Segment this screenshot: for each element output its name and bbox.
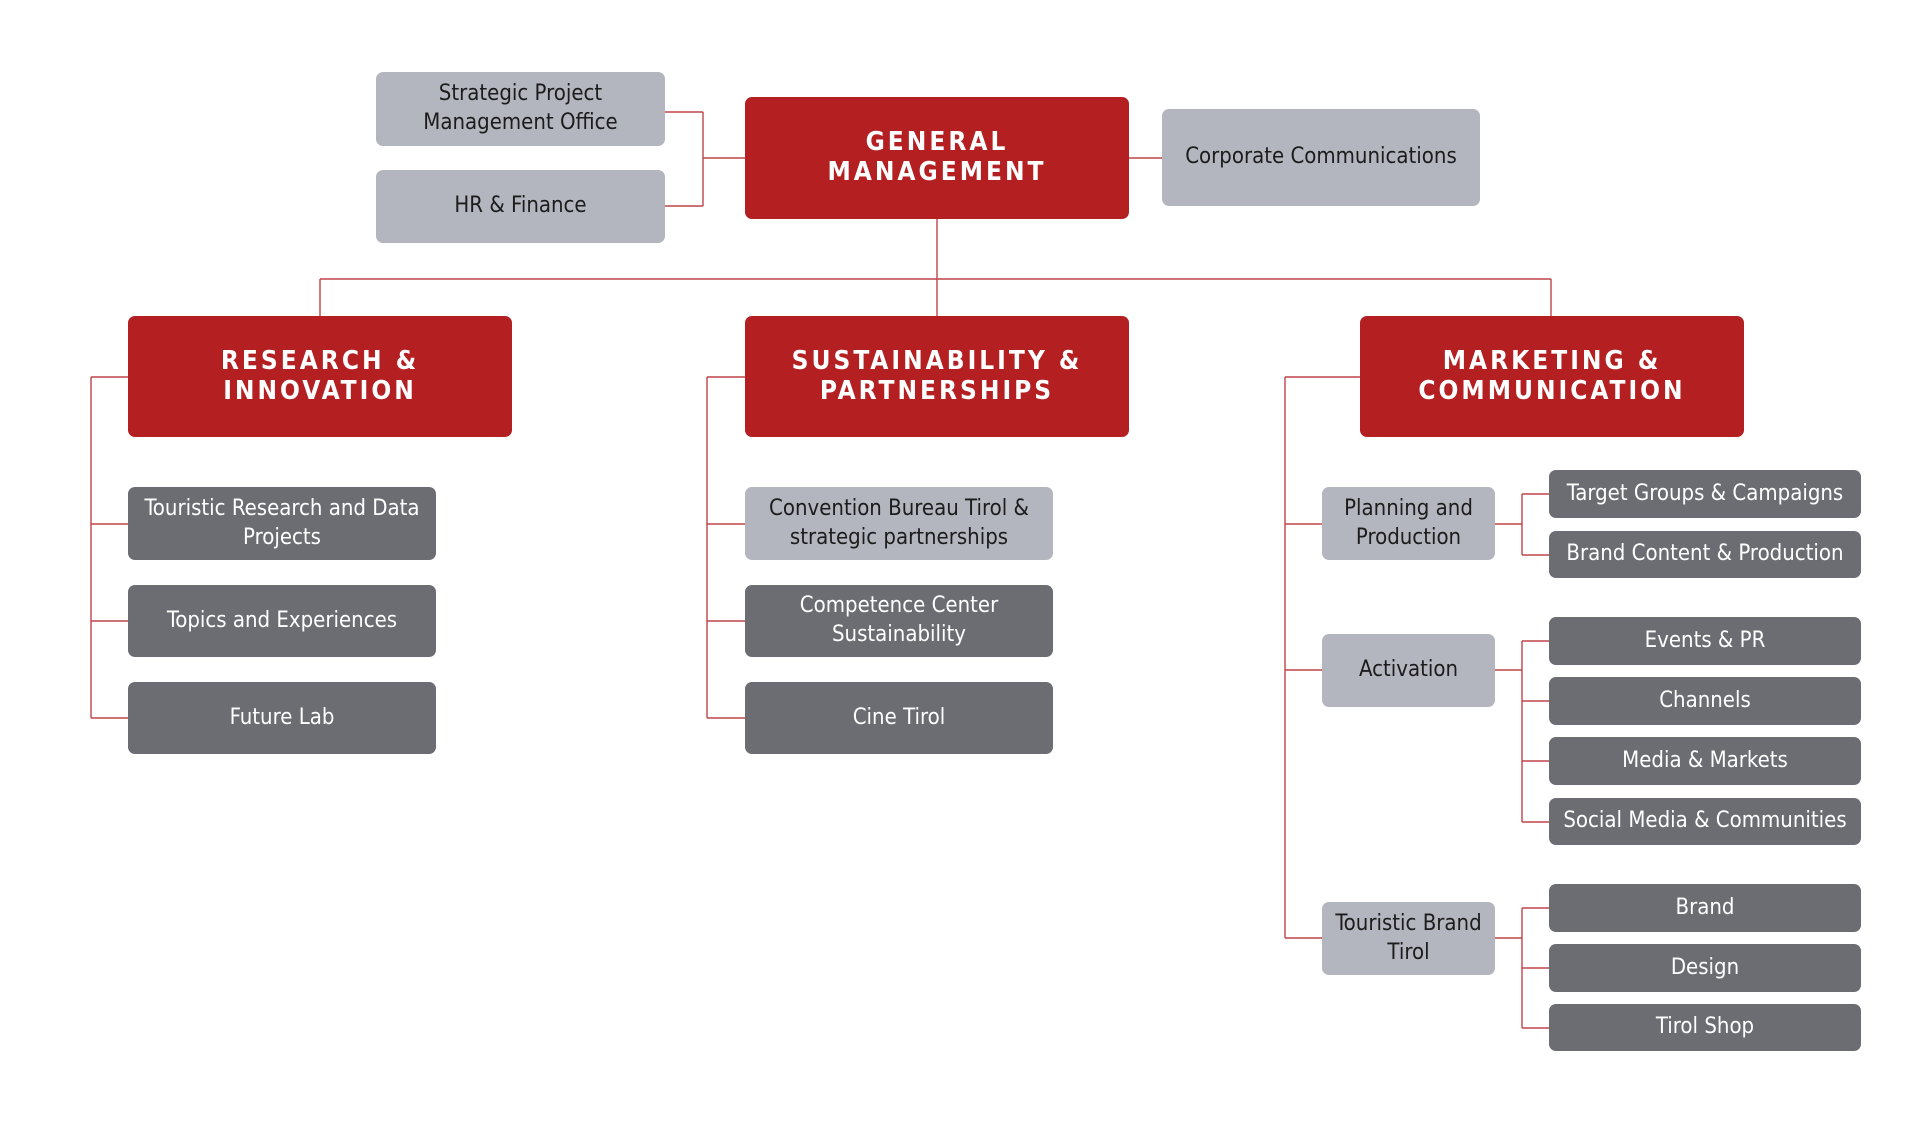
touristic-brand-tirol-box: Touristic Brand Tirol	[1322, 902, 1495, 975]
planning-production-box: Planning and Production	[1322, 487, 1495, 560]
corporate-communications-box: Corporate Communications	[1162, 109, 1480, 206]
future-lab-box: Future Lab	[128, 682, 436, 754]
marketing-communication-box: MARKETING & COMMUNICATION	[1360, 316, 1744, 437]
channels-box: Channels	[1549, 677, 1861, 725]
hr-finance-box: HR & Finance	[376, 170, 665, 243]
topics-experiences-box: Topics and Experiences	[128, 585, 436, 657]
strategic-project-management-office-box: Strategic Project Management Office	[376, 72, 665, 146]
events-pr-box: Events & PR	[1549, 617, 1861, 665]
sustainability-partnerships-box: SUSTAINABILITY & PARTNERSHIPS	[745, 316, 1129, 437]
tirol-shop-box: Tirol Shop	[1549, 1004, 1861, 1051]
design-box: Design	[1549, 944, 1861, 992]
general-management-box: GENERAL MANAGEMENT	[745, 97, 1129, 219]
competence-center-sustainability-box: Competence Center Sustainability	[745, 585, 1053, 657]
media-markets-box: Media & Markets	[1549, 737, 1861, 785]
touristic-research-data-projects-box: Touristic Research and Data Projects	[128, 487, 436, 560]
social-media-communities-box: Social Media & Communities	[1549, 798, 1861, 845]
brand-box: Brand	[1549, 884, 1861, 932]
activation-box: Activation	[1322, 634, 1495, 707]
brand-content-production-box: Brand Content & Production	[1549, 531, 1861, 578]
convention-bureau-tirol-box: Convention Bureau Tirol & strategic part…	[745, 487, 1053, 560]
target-groups-campaigns-box: Target Groups & Campaigns	[1549, 470, 1861, 518]
cine-tirol-box: Cine Tirol	[745, 682, 1053, 754]
research-innovation-box: RESEARCH & INNOVATION	[128, 316, 512, 437]
